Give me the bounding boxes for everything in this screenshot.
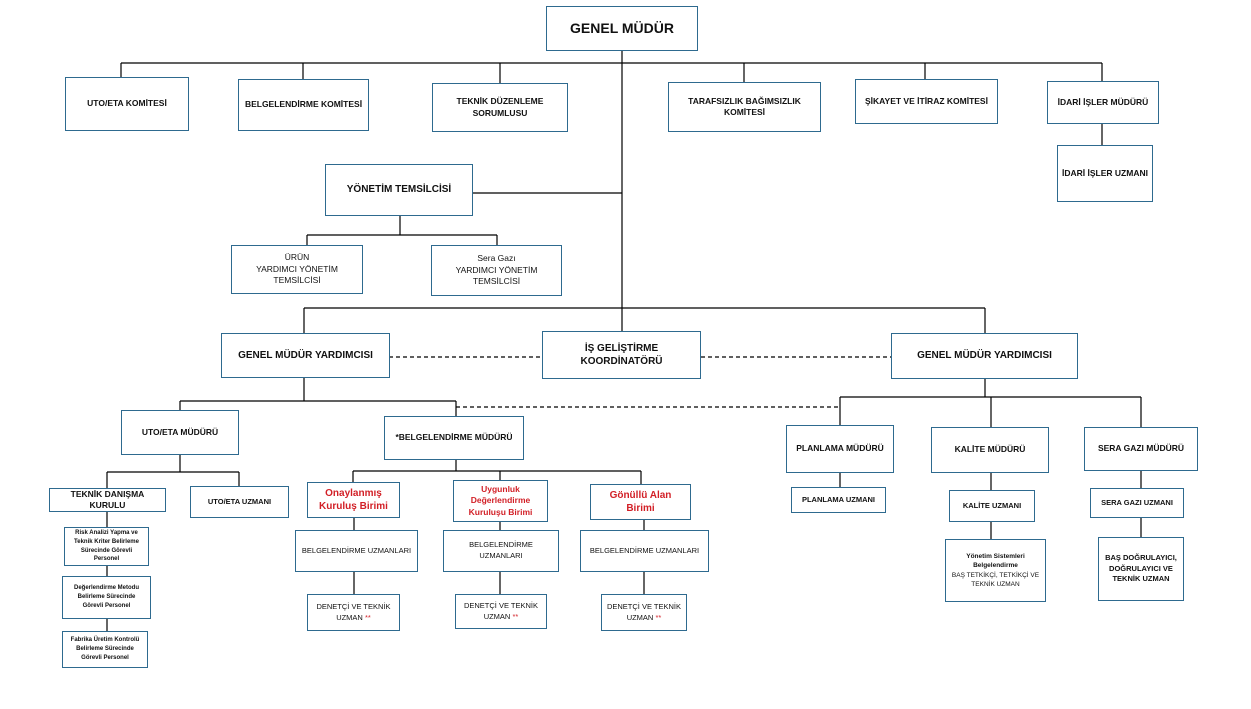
belgelendirme-muduru-box: *BELGELENDİRME MÜDÜRÜ (384, 416, 524, 460)
kalite-uzmani-box: KALİTE UZMANI (949, 490, 1035, 522)
uto-eta-uzmani-box: UTO/ETA UZMANI (190, 486, 289, 518)
personel-risk-label: Risk Analizi Yapma ve Teknik Kriter Beli… (74, 530, 139, 563)
sera-gazi-muduru-label: SERA GAZI MÜDÜRÜ (1097, 443, 1185, 454)
denetci-teknik-box-1: DENETÇİ VE TEKNİK UZMAN ** (307, 594, 400, 631)
tarafsizlik-komitesi-box: TARAFSIZLIK BAĞIMSIZLIK KOMİTESİ (668, 82, 821, 132)
belgelendirme-uzmanlari-box-3: BELGELENDİRME UZMANLARI (580, 530, 709, 572)
idari-isler-uzmani-box: İDARİ İŞLER UZMANI (1057, 145, 1153, 202)
gmy-right-label: GENEL MÜDÜR YARDIMCISI (917, 350, 1052, 362)
belgelendirme-uzmanlari-label-1: BELGELENDİRME UZMANLARI (301, 545, 412, 555)
denetci-teknik-box-2: DENETÇİ VE TEKNİK UZMAN ** (455, 594, 547, 629)
denetci-teknik-wrap-2: DENETÇİ VE TEKNİK UZMAN ** (464, 601, 538, 623)
uygunluk-degerlendirme-box: Uygunluk Değerlendirme Kuruluşu Birimi (453, 480, 548, 522)
onaylanmis-kurulus-box: Onaylanmış Kuruluş Birimi (307, 482, 400, 518)
onaylanmis-kurulus-label: Onaylanmış Kuruluş Birimi (319, 487, 388, 513)
planlama-muduru-label: PLANLAMA MÜDÜRÜ (796, 443, 884, 454)
denetci-teknik-stars-1: ** (364, 612, 371, 622)
is-gelistirme-box: İŞ GELİŞTİRME KOORDİNATÖRÜ (542, 331, 701, 379)
belgelendirme-uzmanlari-box-1: BELGELENDİRME UZMANLARI (295, 530, 418, 572)
planlama-muduru-box: PLANLAMA MÜDÜRÜ (786, 425, 894, 473)
denetci-teknik-box-3: DENETÇİ VE TEKNİK UZMAN ** (601, 594, 687, 631)
bas-dogrulayici-label: BAŞ DOĞRULAYICI, DOĞRULAYICI VE TEKNİK U… (1105, 552, 1177, 584)
denetci-teknik-label-3: DENETÇİ VE TEKNİK UZMAN (606, 601, 682, 622)
urun-yardimci-box: ÜRÜN YARDIMCI YÖNETİM TEMSİLCİSİ (231, 245, 363, 294)
personel-metod-label: Değerlendirme Metodu Belirleme Sürecinde… (73, 585, 139, 609)
denetci-teknik-wrap-3: DENETÇİ VE TEKNİK UZMAN ** (607, 602, 681, 624)
kalite-uzmani-label: KALİTE UZMANI (962, 500, 1022, 510)
personel-fabrika-label: Fabrika Üretim Kontrolü Belirleme Süreci… (70, 637, 140, 661)
belgelendirme-uzmanlari-label-2: BELGELENDİRME UZMANLARI (469, 540, 533, 560)
sera-yardimci-box: Sera Gazı YARDIMCI YÖNETİM TEMSİLCİSİ (431, 245, 562, 296)
denetci-teknik-stars-2: ** (512, 611, 519, 621)
sera-gazi-uzmani-label: SERA GAZI UZMANI (1101, 497, 1173, 507)
tarafsizlik-komitesi-label: TARAFSIZLIK BAĞIMSIZLIK KOMİTESİ (688, 95, 801, 117)
personel-metod-box: Değerlendirme Metodu Belirleme Sürecinde… (62, 576, 151, 619)
yonetim-sistemleri-rest-label: BAŞ TETKİKÇİ, TETKİKÇİ VE TEKNİK UZMAN (951, 571, 1040, 588)
planlama-uzmani-label: PLANLAMA UZMANI (801, 494, 876, 504)
bas-dogrulayici-box: BAŞ DOĞRULAYICI, DOĞRULAYICI VE TEKNİK U… (1098, 537, 1184, 601)
yonetim-temsilcisi-label: YÖNETİM TEMSİLCİSİ (346, 184, 452, 196)
belgelendirme-komitesi-box: BELGELENDİRME KOMİTESİ (238, 79, 369, 131)
sera-yardimci-label: Sera Gazı YARDIMCI YÖNETİM TEMSİLCİSİ (455, 253, 538, 287)
genel-mudur-box: GENEL MÜDÜR (546, 6, 698, 51)
sera-gazi-muduru-box: SERA GAZI MÜDÜRÜ (1084, 427, 1198, 471)
gmy-left-box: GENEL MÜDÜR YARDIMCISI (221, 333, 390, 378)
idari-isler-muduru-label: İDARİ İŞLER MÜDÜRÜ (1057, 96, 1149, 107)
belgelendirme-uzmanlari-box-2: BELGELENDİRME UZMANLARI (443, 530, 559, 572)
uto-eta-komitesi-box: UTO/ETA KOMİTESİ (65, 77, 189, 131)
belgelendirme-muduru-label: *BELGELENDİRME MÜDÜRÜ (395, 432, 513, 443)
gonullu-alan-box: Gönüllü Alan Birimi (590, 484, 691, 520)
gmy-right-box: GENEL MÜDÜR YARDIMCISI (891, 333, 1078, 379)
teknik-duzenleme-label: TEKNİK DÜZENLEME SORUMLUSU (456, 96, 544, 118)
genel-mudur-label: GENEL MÜDÜR (570, 20, 674, 37)
uto-eta-komitesi-label: UTO/ETA KOMİTESİ (87, 98, 167, 109)
gmy-left-label: GENEL MÜDÜR YARDIMCISI (238, 349, 373, 361)
yonetim-sistemleri-bold-label: Yönetim Sistemleri Belgelendirme (966, 552, 1025, 570)
uto-eta-muduru-label: UTO/ETA MÜDÜRÜ (141, 426, 219, 437)
is-gelistirme-label: İŞ GELİŞTİRME KOORDİNATÖRÜ (580, 342, 663, 368)
teknik-danisma-kurulu-box: TEKNİK DANIŞMA KURULU (49, 488, 166, 512)
yonetim-temsilcisi-box: YÖNETİM TEMSİLCİSİ (325, 164, 473, 216)
urun-yardimci-label: ÜRÜN YARDIMCI YÖNETİM TEMSİLCİSİ (256, 252, 338, 286)
sikayet-itiraz-komitesi-label: ŞİKAYET VE İTİRAZ KOMİTESİ (865, 95, 988, 106)
teknik-duzenleme-box: TEKNİK DÜZENLEME SORUMLUSU (432, 83, 568, 132)
belgelendirme-komitesi-label: BELGELENDİRME KOMİTESİ (244, 99, 363, 110)
sikayet-itiraz-komitesi-box: ŞİKAYET VE İTİRAZ KOMİTESİ (855, 79, 998, 124)
denetci-teknik-label-1: DENETÇİ VE TEKNİK UZMAN (316, 601, 391, 622)
denetci-teknik-wrap-1: DENETÇİ VE TEKNİK UZMAN ** (316, 602, 390, 624)
teknik-danisma-kurulu-label: TEKNİK DANIŞMA KURULU (70, 488, 145, 510)
denetci-teknik-label-2: DENETÇİ VE TEKNİK UZMAN (463, 600, 539, 621)
idari-isler-muduru-box: İDARİ İŞLER MÜDÜRÜ (1047, 81, 1159, 124)
denetci-teknik-stars-3: ** (655, 612, 662, 622)
personel-risk-box: Risk Analizi Yapma ve Teknik Kriter Beli… (64, 527, 149, 566)
planlama-uzmani-box: PLANLAMA UZMANI (791, 487, 886, 513)
kalite-muduru-box: KALİTE MÜDÜRÜ (931, 427, 1049, 473)
uto-eta-muduru-box: UTO/ETA MÜDÜRÜ (121, 410, 239, 455)
uto-eta-uzmani-label: UTO/ETA UZMANI (207, 496, 272, 506)
uygunluk-degerlendirme-label: Uygunluk Değerlendirme Kuruluşu Birimi (468, 483, 533, 517)
sera-gazi-uzmani-box: SERA GAZI UZMANI (1090, 488, 1184, 518)
idari-isler-uzmani-label: İDARİ İŞLER UZMANI (1062, 167, 1148, 178)
gonullu-alan-label: Gönüllü Alan Birimi (609, 489, 672, 515)
personel-fabrika-box: Fabrika Üretim Kontrolü Belirleme Süreci… (62, 631, 148, 668)
belgelendirme-uzmanlari-label-3: BELGELENDİRME UZMANLARI (589, 545, 700, 555)
kalite-muduru-label: KALİTE MÜDÜRÜ (954, 444, 1026, 455)
